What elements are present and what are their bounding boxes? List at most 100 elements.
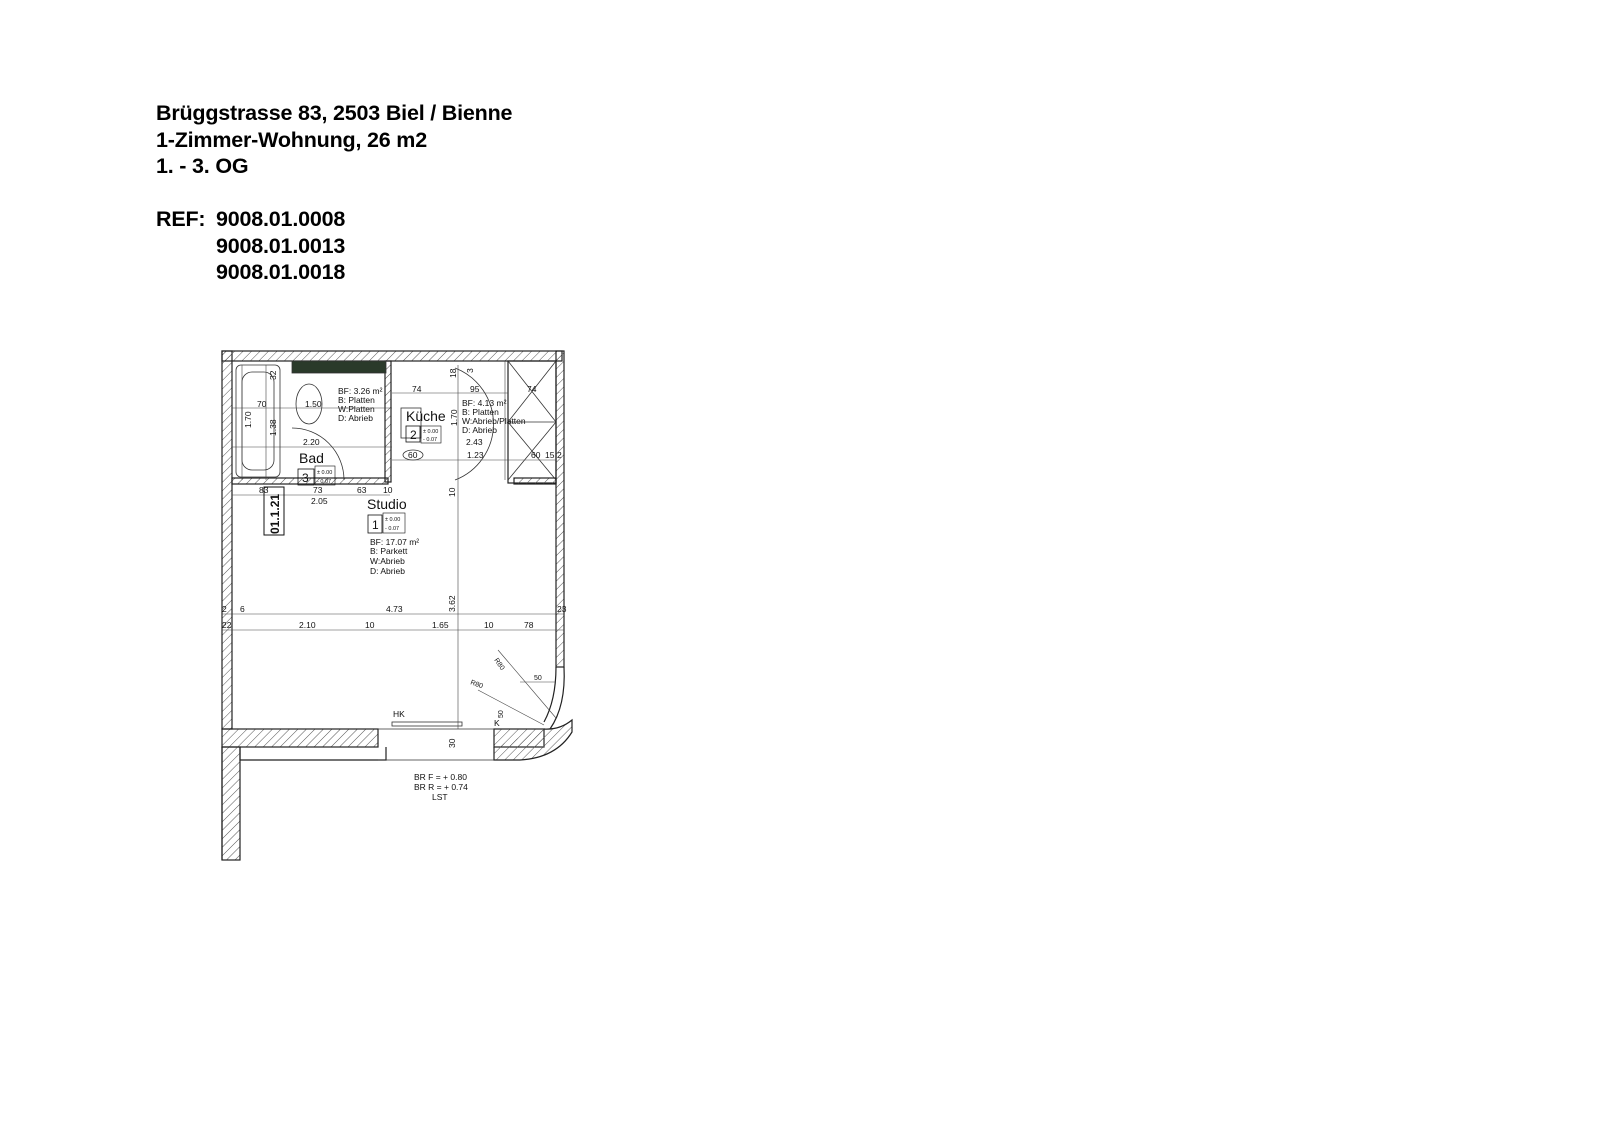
room-name-bad: Bad — [299, 450, 324, 466]
svg-text:- 0.07: - 0.07 — [317, 479, 331, 485]
svg-text:6: 6 — [240, 604, 245, 614]
svg-text:W:Abrieb: W:Abrieb — [370, 556, 405, 566]
svg-text:BF: 3.26 m²: BF: 3.26 m² — [338, 386, 383, 396]
svg-text:1.38: 1.38 — [268, 419, 278, 436]
svg-text:BR F = + 0.80: BR F = + 0.80 — [414, 772, 467, 782]
svg-text:2: 2 — [222, 604, 227, 614]
room-number-kueche: 2 — [410, 428, 417, 442]
bath-window — [291, 360, 387, 374]
svg-text:73: 73 — [313, 485, 323, 495]
svg-text:W:Abrieb/Platten: W:Abrieb/Platten — [462, 416, 526, 426]
unit-number: 01.1.21 — [268, 494, 282, 534]
svg-text:74: 74 — [412, 384, 422, 394]
svg-text:2.20: 2.20 — [303, 437, 320, 447]
bath-kitchen-partition — [384, 360, 392, 483]
ref-number: 9008.01.0018 — [216, 260, 346, 284]
svg-text:1.65: 1.65 — [432, 620, 449, 630]
svg-text:D: Abrieb: D: Abrieb — [462, 425, 497, 435]
address-line: Brüggstrasse 83, 2503 Biel / Bienne — [156, 101, 513, 125]
svg-text:74: 74 — [527, 384, 537, 394]
svg-text:LST: LST — [432, 792, 448, 802]
svg-text:10: 10 — [447, 487, 457, 497]
unit-line: 1-Zimmer-Wohnung, 26 m2 — [156, 127, 427, 152]
balcony — [221, 666, 573, 861]
window-notes: BR F = + 0.80 BR R = + 0.74 LST — [414, 772, 468, 802]
svg-text:2: 2 — [557, 450, 562, 460]
svg-text:95: 95 — [470, 384, 480, 394]
svg-text:60: 60 — [408, 450, 418, 460]
svg-text:1.70: 1.70 — [449, 409, 459, 426]
svg-text:23: 23 — [557, 604, 567, 614]
svg-text:W:Platten: W:Platten — [338, 404, 375, 414]
ref-number: 9008.01.0008 — [216, 207, 346, 231]
left-wall — [221, 350, 233, 730]
cabinet-crosses — [507, 360, 557, 481]
room-labels: Bad 3 ± 0.00 - 0.07 BF: 3.26 m² B: Platt… — [263, 386, 526, 576]
svg-text:2.10: 2.10 — [299, 620, 316, 630]
svg-text:± 0.00: ± 0.00 — [385, 517, 400, 523]
svg-text:D: Abrieb: D: Abrieb — [338, 413, 373, 423]
dimension-lines — [222, 361, 564, 729]
svg-text:50: 50 — [498, 710, 505, 718]
svg-text:50: 50 — [534, 675, 542, 682]
kitchen-door-swing — [454, 367, 494, 481]
svg-text:83: 83 — [259, 485, 269, 495]
kitchen-sink — [400, 407, 422, 439]
svg-text:10: 10 — [365, 620, 375, 630]
svg-text:± 0.00: ± 0.00 — [423, 429, 438, 435]
svg-text:4.73: 4.73 — [386, 604, 403, 614]
svg-text:B: Parkett: B: Parkett — [370, 546, 408, 556]
radiator — [391, 721, 463, 727]
svg-text:63: 63 — [357, 485, 367, 495]
room-name-studio: Studio — [367, 496, 407, 512]
svg-text:78: 78 — [524, 620, 534, 630]
svg-text:2.05: 2.05 — [311, 496, 328, 506]
svg-text:± 0.00: ± 0.00 — [317, 470, 332, 476]
header-block: Brüggstrasse 83, 2503 Biel / Bienne 1-Zi… — [156, 100, 512, 286]
room-number-bad: 3 — [302, 471, 309, 485]
svg-text:HK: HK — [393, 709, 405, 719]
svg-text:- 0.07: - 0.07 — [423, 437, 437, 443]
svg-text:R80: R80 — [469, 679, 484, 690]
ref-number: 9008.01.0013 — [216, 233, 346, 258]
ref-list: 9008.01.0008 9008.01.0013 9008.01.0018 — [216, 206, 345, 286]
svg-text:70: 70 — [257, 399, 267, 409]
svg-text:3: 3 — [465, 368, 475, 373]
svg-text:BF: 4.13 m²: BF: 4.13 m² — [462, 398, 507, 408]
bathtub — [235, 364, 281, 478]
bottom-wall-left — [221, 728, 379, 748]
right-wall — [555, 350, 565, 668]
floors-line: 1. - 3. OG — [156, 154, 249, 178]
svg-text:10: 10 — [383, 485, 393, 495]
svg-text:22: 22 — [222, 620, 232, 630]
svg-text:10: 10 — [484, 620, 494, 630]
toilet — [295, 383, 323, 425]
dimension-values: 32 70 1.50 1.70 1.38 2.20 74 18 3 95 74 … — [222, 368, 567, 748]
svg-text:B: Platten: B: Platten — [338, 395, 375, 405]
top-wall — [221, 350, 563, 362]
svg-text:60: 60 — [531, 450, 541, 460]
svg-text:BF: 17.07 m²: BF: 17.07 m² — [370, 537, 419, 547]
svg-text:B: Platten: B: Platten — [462, 407, 499, 417]
ref-label: REF: — [156, 207, 206, 231]
svg-text:15: 15 — [545, 450, 555, 460]
svg-text:32: 32 — [268, 370, 278, 380]
svg-text:D: Abrieb: D: Abrieb — [370, 566, 405, 576]
bath-partition — [231, 477, 389, 485]
svg-text:1.23: 1.23 — [467, 450, 484, 460]
ref-block: REF: 9008.01.0008 9008.01.0013 9008.01.0… — [156, 206, 512, 286]
svg-text:3.62: 3.62 — [447, 595, 457, 612]
svg-text:18: 18 — [448, 368, 458, 378]
svg-text:30: 30 — [447, 738, 457, 748]
svg-text:1.50: 1.50 — [305, 399, 322, 409]
svg-text:R80: R80 — [492, 657, 505, 672]
svg-text:2.43: 2.43 — [466, 437, 483, 447]
svg-text:- 0.07: - 0.07 — [385, 526, 399, 532]
svg-text:BR R = + 0.74: BR R = + 0.74 — [414, 782, 468, 792]
bath-door-swing — [291, 427, 345, 481]
svg-text:K: K — [494, 718, 500, 728]
room-name-kueche: Küche — [406, 408, 446, 424]
kitchen-partition-right — [513, 477, 557, 485]
svg-text:1.70: 1.70 — [243, 411, 253, 428]
